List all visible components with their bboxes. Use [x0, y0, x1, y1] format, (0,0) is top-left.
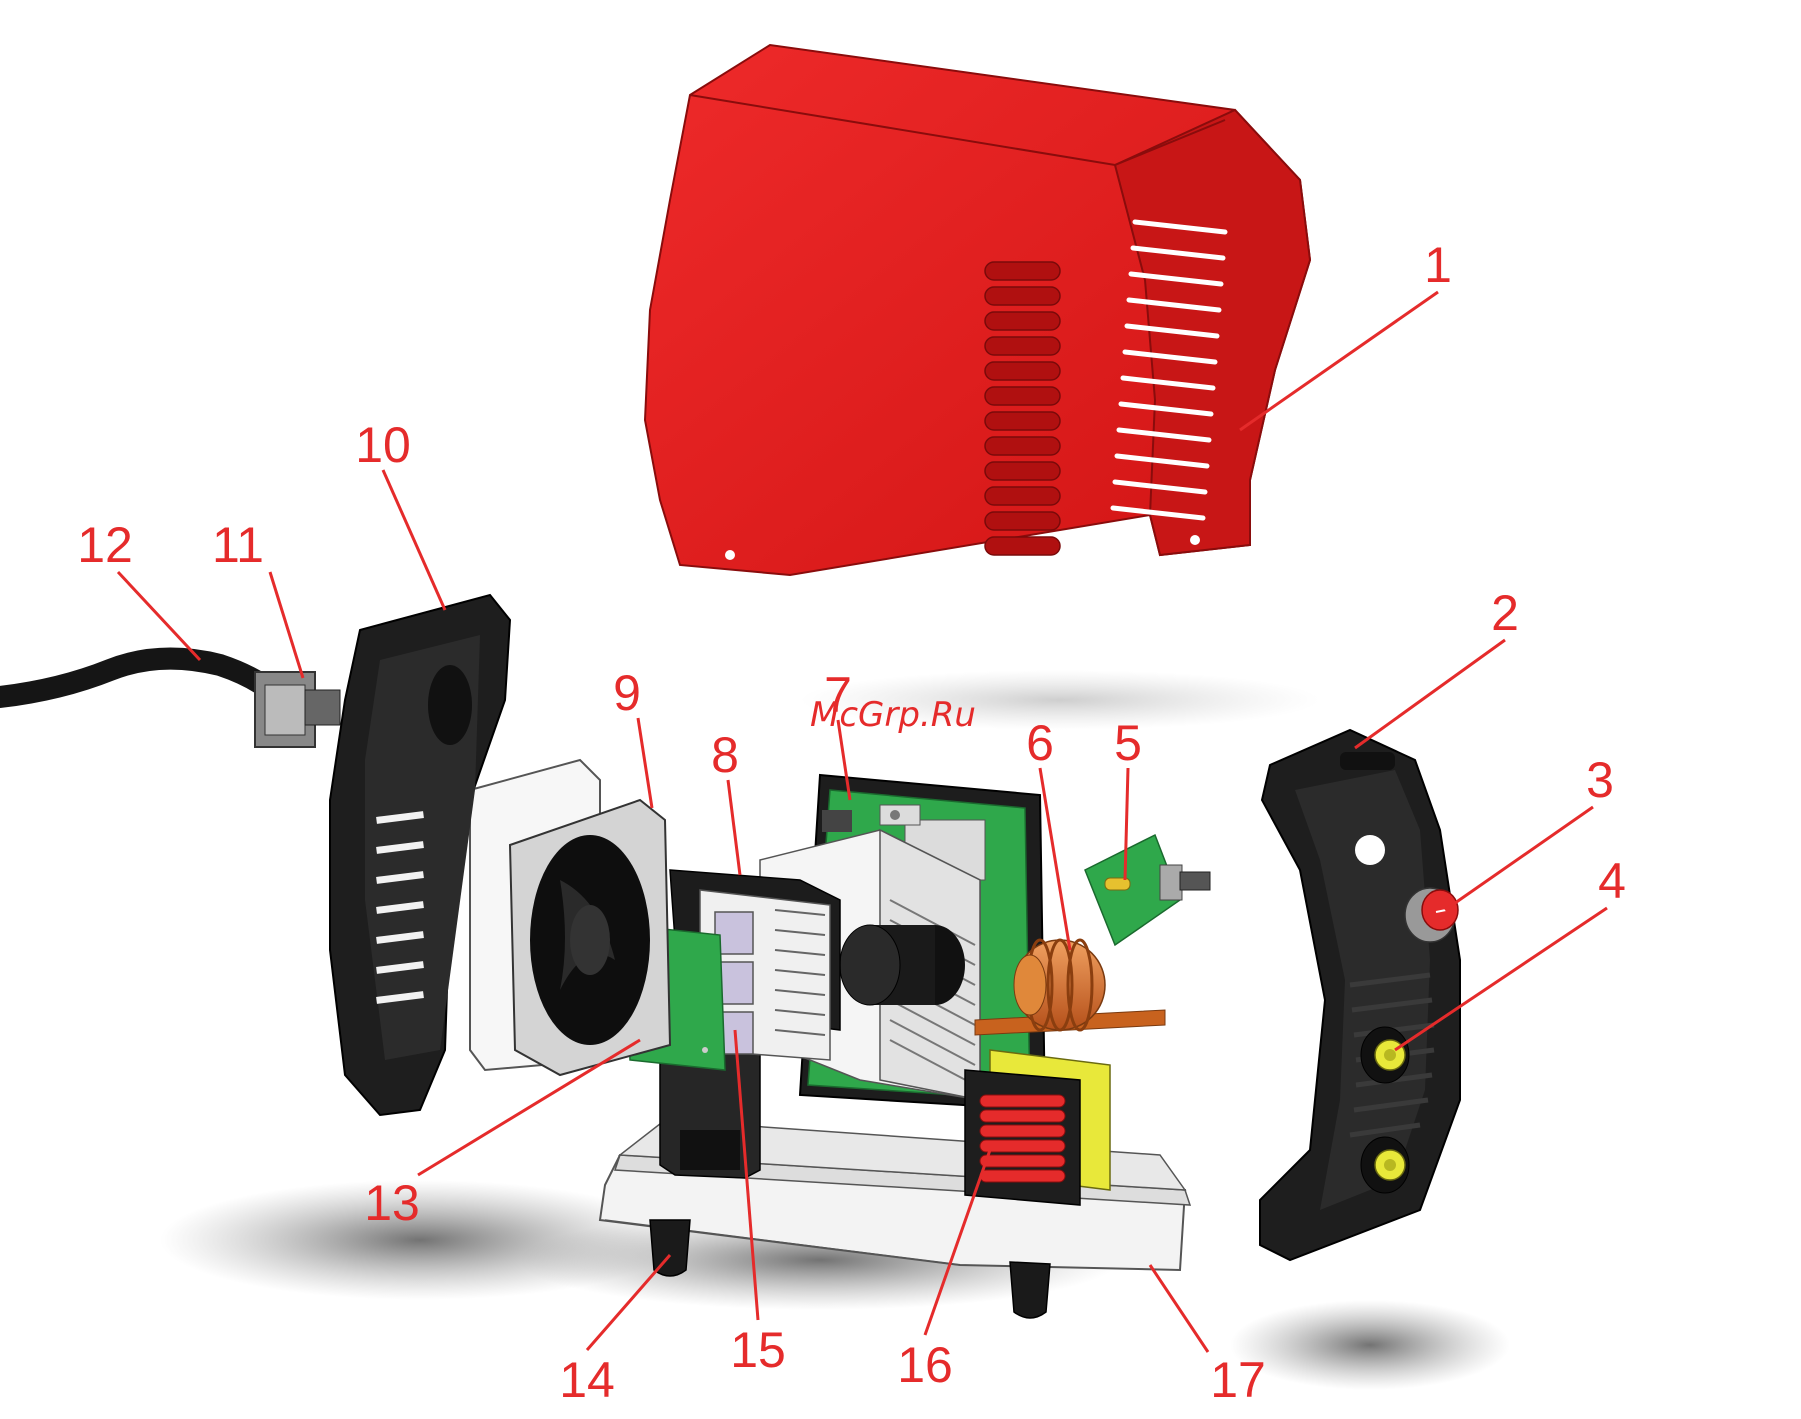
front-panel-part-2 — [1260, 730, 1460, 1260]
transformer-part-16 — [965, 1050, 1110, 1205]
callout-4: 4 — [1598, 853, 1626, 909]
callout-8: 8 — [711, 727, 739, 783]
callout-1: 1 — [1424, 237, 1452, 293]
callout-6: 6 — [1026, 715, 1054, 771]
outer-housing-part-1 — [645, 0, 1310, 610]
callout-11: 11 — [212, 517, 264, 573]
control-pcb-part-5 — [1085, 835, 1210, 945]
switch-connector-part-11 — [255, 672, 340, 747]
callout-15: 15 — [730, 1322, 786, 1378]
callout-2: 2 — [1491, 585, 1519, 641]
callout-10: 10 — [355, 417, 411, 473]
power-cable-part-12 — [0, 659, 270, 697]
callout-5: 5 — [1114, 715, 1142, 771]
callout-14: 14 — [559, 1352, 615, 1408]
callout-17: 17 — [1210, 1352, 1266, 1408]
callout-3: 3 — [1586, 752, 1614, 808]
callout-9: 9 — [613, 665, 641, 721]
cooling-fan-part-9 — [470, 760, 670, 1075]
callout-13: 13 — [364, 1175, 420, 1231]
watermark-text: McGrp.Ru — [810, 695, 976, 735]
callout-12: 12 — [77, 517, 133, 573]
callout-16: 16 — [897, 1337, 953, 1393]
